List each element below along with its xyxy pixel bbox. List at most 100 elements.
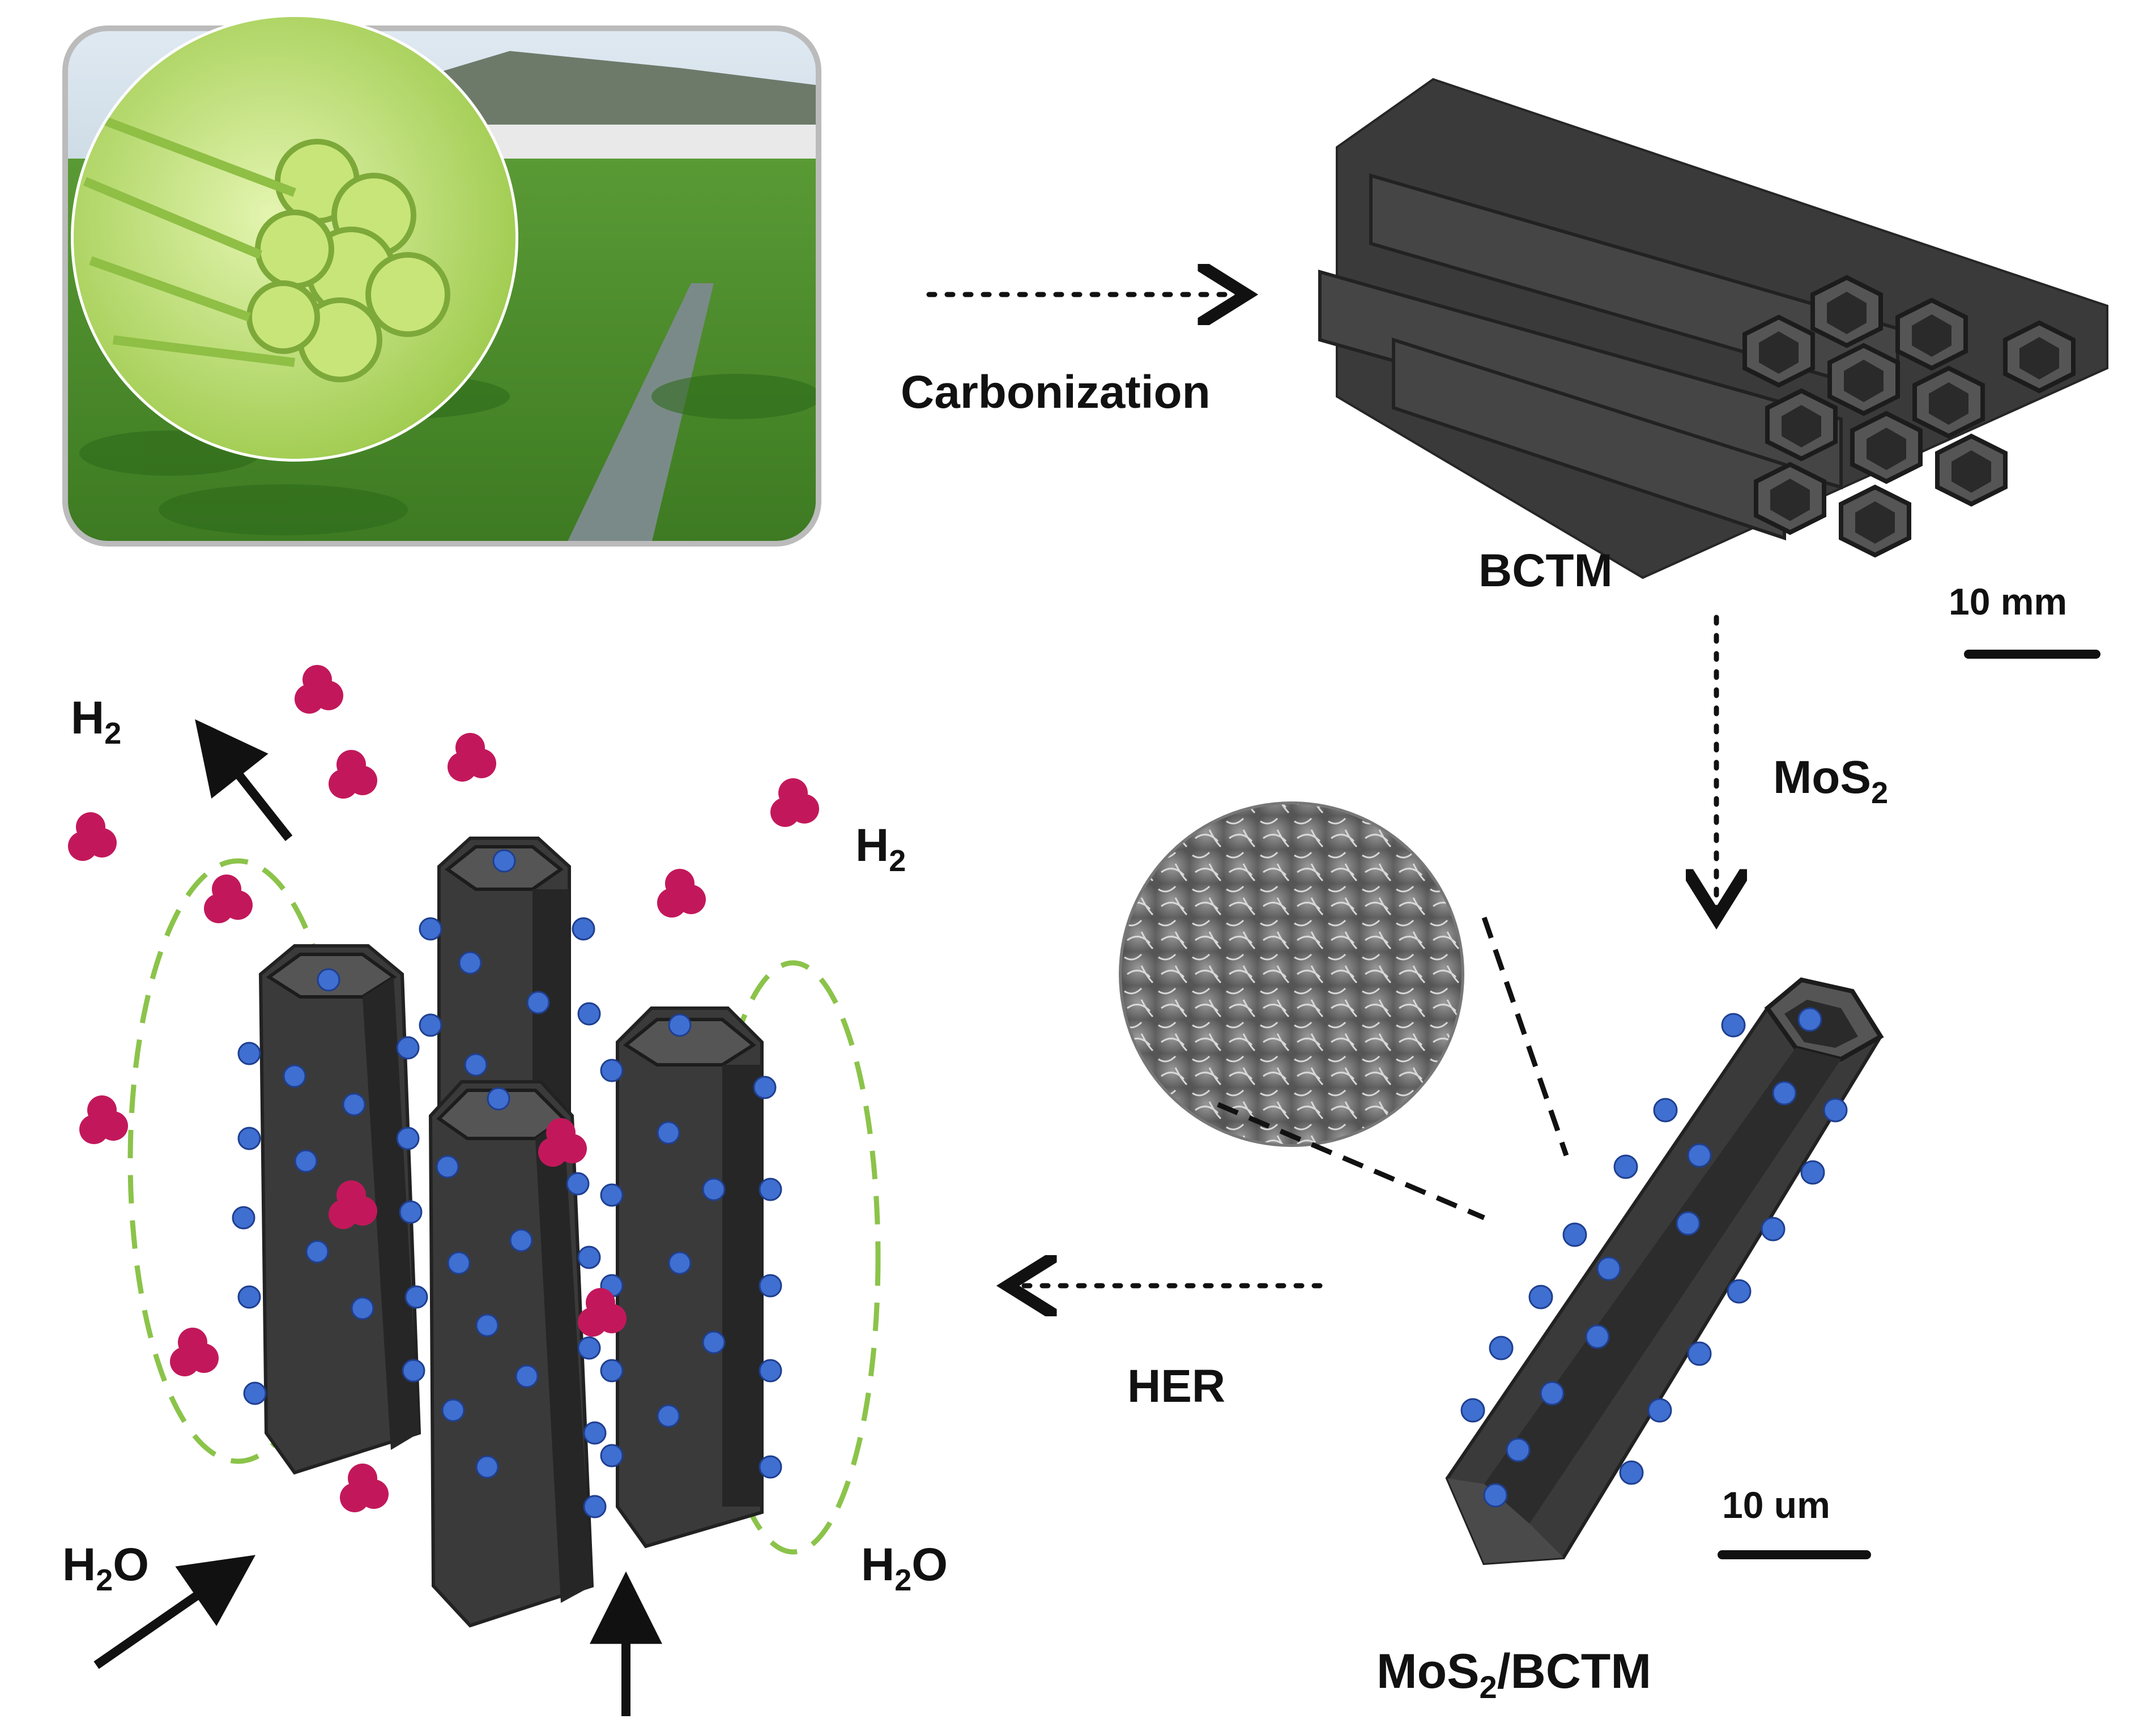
h2-bubble: [170, 1347, 199, 1376]
mos2-dot: [759, 1359, 782, 1383]
mos2-dot: [475, 1313, 499, 1337]
h2-bubble: [295, 684, 324, 714]
mos2-dot: [657, 1404, 680, 1428]
mos2-dot: [759, 1455, 782, 1479]
h2-out-arrow: [195, 719, 293, 841]
h2-bubble: [770, 797, 800, 827]
mos2-dot: [526, 991, 550, 1014]
mos2-dot: [475, 1455, 499, 1479]
mos2-dot: [447, 1251, 471, 1275]
mos2-dot: [351, 1296, 374, 1320]
tube-front-center: [428, 1080, 594, 1628]
scale-bar-top-label: 10 mm: [1949, 581, 2067, 622]
mos2-dot: [283, 1064, 306, 1088]
mos2-dot: [1772, 1081, 1797, 1106]
h2-bubble: [204, 894, 233, 923]
mos2-dot: [1687, 1143, 1712, 1168]
h2-bubble: [68, 831, 97, 861]
mos2-dot: [1797, 1007, 1822, 1032]
mos2-dot: [294, 1149, 318, 1173]
mos2-dot: [419, 1013, 442, 1037]
mos2-dot: [232, 1206, 255, 1230]
mos2-dot: [1653, 1098, 1678, 1123]
mos2-dot: [702, 1178, 726, 1201]
celery-closeup-circle: [71, 14, 518, 462]
mos2-dot: [1619, 1460, 1644, 1485]
mos2-dot: [396, 1127, 420, 1150]
mos2-dot: [243, 1381, 267, 1405]
mos2-dot: [1800, 1160, 1825, 1185]
h2o-label-left: H2O: [62, 1539, 149, 1597]
mos2-dot: [436, 1155, 459, 1179]
mos2-dot: [317, 968, 340, 992]
mos2-dot: [464, 1053, 488, 1077]
mos2-dot: [1721, 1013, 1746, 1038]
mos2-dot: [237, 1127, 261, 1150]
mos2-dot: [515, 1364, 539, 1388]
mos2-step-label: MoS2: [1773, 752, 1888, 810]
mos2-dot: [572, 917, 595, 941]
bctm-label: BCTM: [1478, 545, 1613, 596]
mos2-dot: [1761, 1217, 1786, 1242]
zoom-line-lower: [1217, 1102, 1485, 1221]
mos2-dot: [1585, 1324, 1610, 1349]
mos2-dot: [759, 1274, 782, 1298]
mos2-dot: [402, 1359, 425, 1383]
mos2-dot: [753, 1076, 777, 1099]
h2-label-left: H2: [71, 692, 121, 750]
mos2-nanoparticles-array: [232, 849, 782, 1519]
her-tube-array: [127, 837, 881, 1628]
product-label: MoS2/BCTM: [1377, 1644, 1651, 1705]
h2o-in-arrow-left: [93, 1555, 256, 1669]
h2-bubbles: [68, 665, 819, 1512]
her-label: HER: [1127, 1360, 1225, 1412]
h2-bubble: [578, 1307, 607, 1337]
mos2-dot: [668, 1251, 692, 1275]
mos2-dot: [399, 1200, 423, 1224]
mos2-dot: [583, 1421, 607, 1445]
mos2-dot: [342, 1093, 366, 1116]
mos2-dot: [492, 849, 516, 873]
mos2-bctm-tube: [1445, 977, 1884, 1566]
mos2-dot: [600, 1359, 624, 1383]
mos2-dot: [577, 1002, 601, 1026]
mos2-dot: [702, 1330, 726, 1354]
celery-field-photo: [62, 14, 821, 547]
mos2-dot: [759, 1178, 782, 1201]
mos2-dot: [583, 1495, 607, 1519]
mos2-dot: [600, 1444, 624, 1468]
scale-bar-bottom-label: 10 um: [1722, 1484, 1830, 1526]
mos2-dot: [1613, 1154, 1638, 1179]
mos2-dot: [657, 1121, 680, 1145]
mos2-nanoparticles-single: [1460, 1007, 1848, 1508]
mos2-dot: [1489, 1336, 1514, 1360]
mos2-dot: [1528, 1285, 1553, 1310]
mos2-dot: [577, 1246, 601, 1269]
mos2-dot: [458, 951, 482, 975]
mos2-dot: [441, 1398, 465, 1422]
mos2-dot: [1647, 1398, 1672, 1423]
mos2-dot: [487, 1087, 510, 1111]
mos2-dot: [600, 1183, 624, 1207]
mos2-dot: [305, 1240, 329, 1264]
h2o-label-right: H2O: [861, 1539, 948, 1597]
mos2-dot: [1727, 1279, 1752, 1304]
bctm-tube-bundle: [1318, 78, 2108, 579]
h2-bubble: [538, 1137, 568, 1167]
h2-label-right: H2: [855, 820, 906, 878]
mos2-dot: [237, 1285, 261, 1309]
mos2-dot: [509, 1229, 533, 1252]
mos2-dot: [396, 1036, 420, 1060]
mos2-dot: [1562, 1222, 1587, 1247]
mos2-dot: [237, 1042, 261, 1065]
mos2-dot: [1506, 1438, 1531, 1462]
zoom-line-upper: [1481, 916, 1569, 1157]
mos2-dot: [577, 1336, 601, 1360]
sem-nanosheet-inset: [1119, 801, 1464, 1147]
carbonization-label: Carbonization: [901, 366, 1211, 418]
h2-bubble: [329, 769, 358, 799]
mos2-dot: [566, 1172, 590, 1196]
mos2-dot: [1676, 1211, 1701, 1236]
mos2-dot: [600, 1059, 624, 1082]
